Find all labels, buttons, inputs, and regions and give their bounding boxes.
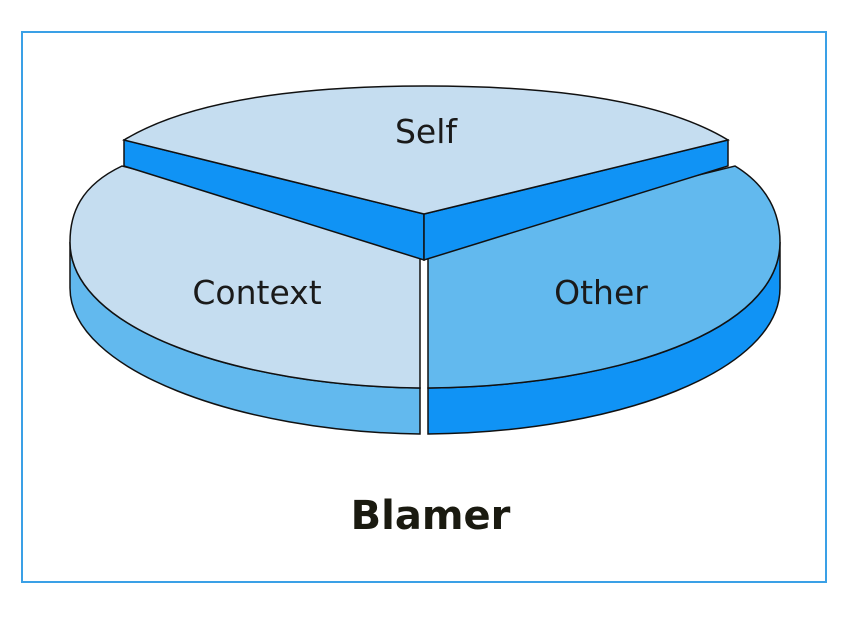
chart-frame [21, 31, 827, 583]
slice-label-context: Context [192, 273, 321, 312]
slice-label-self: Self [395, 112, 458, 151]
chart-title: Blamer [350, 493, 511, 539]
pie-slice-self [122, 85, 730, 215]
slice-label-other: Other [554, 273, 648, 312]
